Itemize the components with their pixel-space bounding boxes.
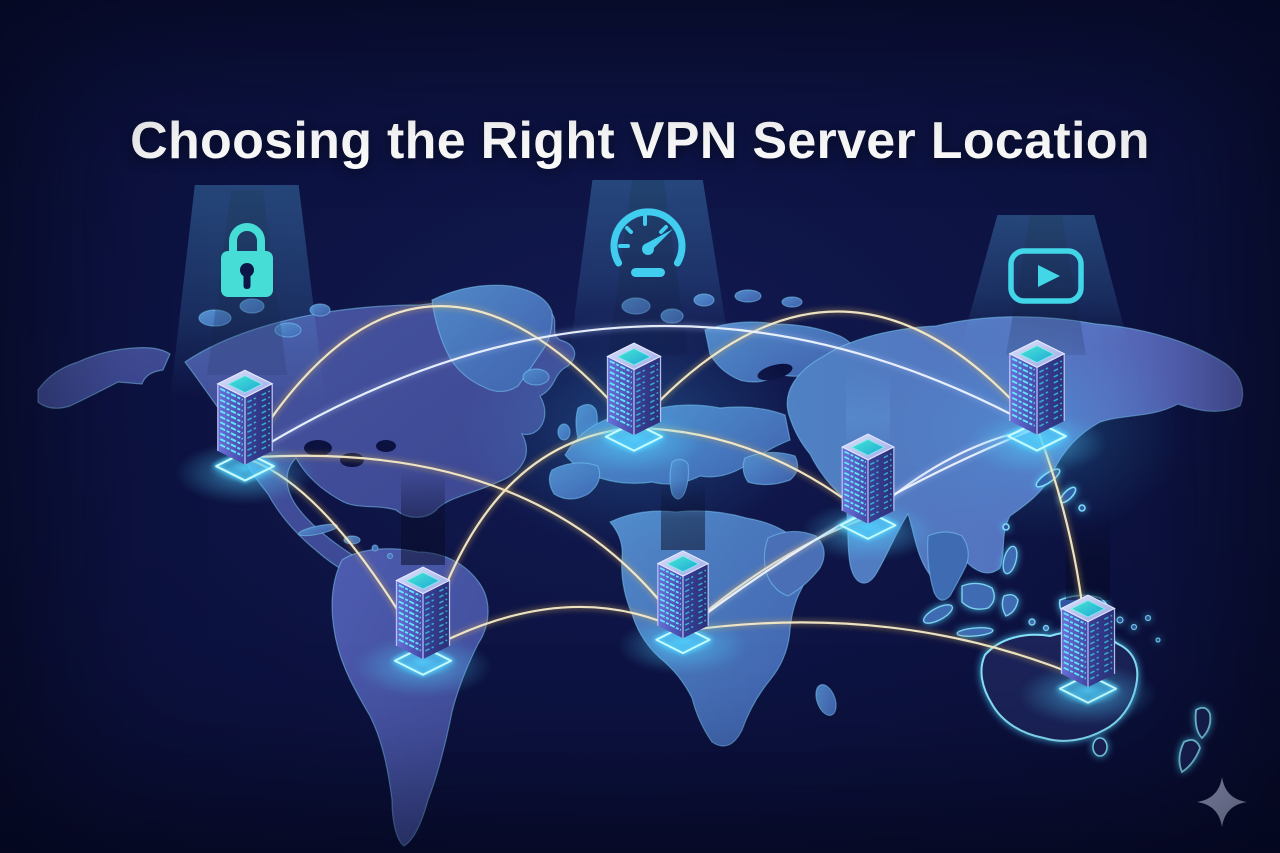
page-title: Choosing the Right VPN Server Location: [130, 111, 1150, 170]
landmass-australia: [980, 630, 1139, 742]
sparkle-glyph: [1197, 777, 1247, 827]
tasmania: [1092, 737, 1108, 757]
landmass-new-guinea: [1058, 594, 1109, 621]
taiwan: [1002, 523, 1010, 531]
anatolia: [742, 451, 799, 486]
italy: [669, 458, 690, 500]
landmass-arabia: [763, 530, 825, 597]
landmass-asia: [786, 316, 1244, 584]
madagascar: [815, 684, 837, 716]
landmass-south-america: [331, 548, 489, 847]
sumatra: [922, 604, 954, 624]
sulawesi: [1001, 593, 1019, 617]
sparkle-icon: [1196, 776, 1248, 828]
iberia: [548, 462, 601, 500]
new-zealand: [1178, 706, 1212, 774]
borneo: [961, 582, 995, 610]
great-lake: [340, 453, 364, 467]
great-lake: [304, 440, 332, 456]
java: [956, 627, 994, 637]
iceland: [522, 368, 550, 386]
landmass-alaska: [37, 347, 171, 409]
pacific-islands: [1116, 614, 1161, 643]
ireland: [557, 423, 571, 441]
great-lake: [376, 440, 396, 452]
landmasses: [37, 284, 1244, 847]
